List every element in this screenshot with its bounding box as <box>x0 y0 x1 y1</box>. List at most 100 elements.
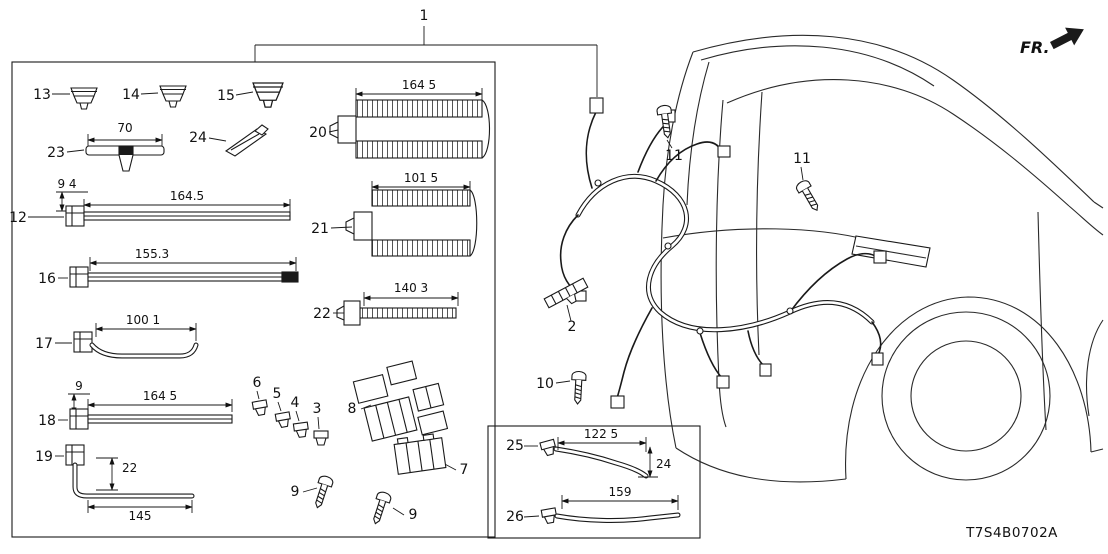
figure-code: T7S4B0702A <box>965 525 1058 541</box>
part-16: 155.3 16 <box>38 247 299 288</box>
callout-18-label: 18 <box>38 413 56 429</box>
part-5: 5 <box>273 386 293 429</box>
part-18: 9 164 5 18 <box>38 379 233 430</box>
dim-12-width-value: 164.5 <box>170 189 204 203</box>
part-22: 140 3 22 <box>313 281 459 326</box>
callout-8-label: 8 <box>348 401 357 417</box>
callout-14-label: 14 <box>122 87 140 103</box>
dim-26-value: 159 <box>609 485 632 499</box>
connector-12-shape <box>65 205 85 227</box>
part-9b: 9 <box>368 490 418 527</box>
part-23: 70 23 <box>47 121 165 172</box>
harness-connector <box>716 375 730 389</box>
clip-6-shape <box>251 399 270 417</box>
bolt-9a-shape <box>310 474 335 511</box>
harness-connector <box>589 97 604 114</box>
rear-wheel <box>881 311 1051 481</box>
callout-3-label: 3 <box>313 401 322 417</box>
part-13: 13 <box>33 87 98 110</box>
callout-6-label: 6 <box>253 375 262 391</box>
dim-18-height-value: 9 <box>75 379 83 393</box>
dim-12-height-value: 9 4 <box>57 177 76 191</box>
dim-23-value: 70 <box>117 121 132 135</box>
callout-15-label: 15 <box>217 88 235 104</box>
part-8: 8 <box>348 360 449 442</box>
dim-18-width-value: 164 5 <box>143 389 177 403</box>
wire-harness <box>559 97 887 409</box>
dim-16-value: 155.3 <box>135 247 169 261</box>
fr-direction: FR. <box>1020 27 1084 57</box>
parts-box <box>11 61 496 538</box>
harness-connector <box>610 395 625 409</box>
callout-2-label: 2 <box>568 319 577 335</box>
parts-box-small <box>487 425 701 539</box>
clip-14-shape <box>159 85 187 108</box>
harness-connector <box>759 363 772 377</box>
callout-11b-label: 11 <box>793 151 811 167</box>
callout-9a-label: 9 <box>291 484 300 500</box>
dim-20-value: 164 5 <box>402 78 436 92</box>
callout-21-label: 21 <box>311 221 329 237</box>
callout-24-label: 24 <box>189 130 207 146</box>
dim-21-value: 101 5 <box>404 171 438 185</box>
dim-22-value: 140 3 <box>394 281 428 295</box>
part-11b: 11 <box>793 151 824 215</box>
callout-13-label: 13 <box>33 87 51 103</box>
clip-5-shape <box>274 411 293 429</box>
dim-19-width-value: 145 <box>129 509 152 523</box>
callout-7-label: 7 <box>460 462 469 478</box>
callout-19-label: 19 <box>35 449 53 465</box>
part-25: 25 122 5 24 <box>506 427 671 479</box>
dim-25-width-value: 122 5 <box>584 427 618 441</box>
part-20: 164 5 20 <box>309 78 490 159</box>
connector-17-shape <box>73 331 93 353</box>
callout-9b-label: 9 <box>409 507 418 523</box>
part-24: 24 <box>189 124 269 157</box>
rear-wheel-rim <box>910 340 1022 452</box>
part-7: 7 <box>393 433 468 478</box>
clip-15-shape <box>252 82 284 108</box>
callout-26-label: 26 <box>506 509 524 525</box>
part-17: 100 1 17 <box>35 313 199 359</box>
part-9a: 9 <box>291 474 335 511</box>
part-11a: 11 <box>655 104 683 164</box>
callout-20-label: 20 <box>309 125 327 141</box>
part-15: 15 <box>217 82 284 108</box>
callout-1-label: 1 <box>420 8 429 24</box>
part-6: 6 <box>251 375 270 417</box>
part-14: 14 <box>122 85 187 108</box>
callout-4-label: 4 <box>291 395 300 411</box>
part-3: 3 <box>313 401 329 446</box>
part-26: 26 159 <box>506 485 681 525</box>
callout-5-label: 5 <box>273 386 282 402</box>
clip-4-shape <box>292 421 310 439</box>
harness-connector <box>717 145 731 158</box>
bolt-9b-shape <box>368 490 393 527</box>
part-10: 10 <box>536 370 587 405</box>
callout-12-label: 12 <box>9 210 27 226</box>
callout-11a-label: 11 <box>665 148 683 164</box>
clip-13-shape <box>70 87 98 110</box>
harness-connector <box>873 250 887 264</box>
bolt-11b-shape <box>794 178 824 215</box>
callout-16-label: 16 <box>38 271 56 287</box>
dim-25-height-value: 24 <box>656 457 671 471</box>
part-19: 19 22 145 <box>35 444 195 523</box>
fr-direction-arrow-icon <box>1050 27 1084 50</box>
dim-17-value: 100 1 <box>126 313 160 327</box>
connector-16-shape <box>69 266 89 288</box>
dim-19-height-value: 22 <box>122 461 137 475</box>
callout-22-label: 22 <box>313 306 331 322</box>
callout-23-label: 23 <box>47 145 65 161</box>
callout-25-label: 25 <box>506 438 524 454</box>
connector-18-shape <box>69 408 89 430</box>
part-4: 4 <box>291 395 310 439</box>
clip-3-shape <box>313 430 329 446</box>
part-21: 101 5 21 <box>311 171 478 257</box>
callout-17-label: 17 <box>35 336 53 352</box>
callout-1: 1 <box>254 8 598 97</box>
part-2: 2 <box>543 277 589 335</box>
part-12: 9 4 164.5 12 <box>9 177 291 227</box>
bolt-10-shape <box>569 370 587 405</box>
